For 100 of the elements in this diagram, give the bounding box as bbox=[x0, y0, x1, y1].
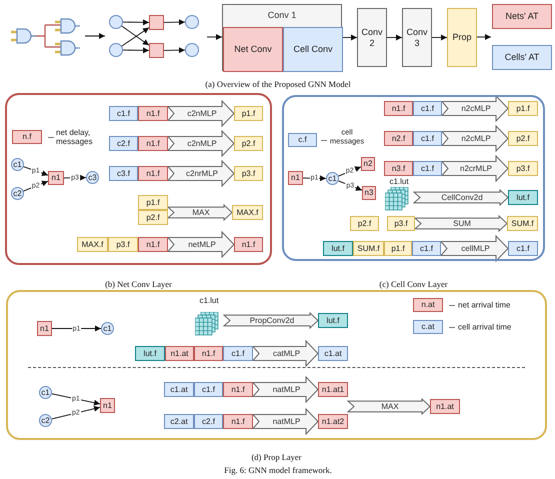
feature-box: SUM.f bbox=[507, 216, 538, 231]
layer-block: Prop bbox=[447, 8, 477, 67]
feature-box: MAX.f bbox=[77, 237, 108, 252]
edge-label: CellConv2d bbox=[440, 194, 484, 202]
feature-box: c1.f bbox=[194, 382, 223, 397]
block-arrow bbox=[166, 100, 235, 128]
graph-node-circle bbox=[185, 15, 199, 29]
cell-node: c2 bbox=[39, 414, 52, 427]
panel-caption: (b) Net Conv Layer bbox=[104, 279, 173, 289]
feature-box: n1.f bbox=[138, 106, 168, 121]
feature-box: n1.f bbox=[234, 237, 263, 252]
block-arrow bbox=[166, 130, 235, 158]
edge-label: c2nMLP bbox=[186, 110, 218, 118]
feature-box: c1.f bbox=[413, 131, 442, 146]
arrow bbox=[432, 34, 448, 40]
arrow bbox=[386, 34, 402, 40]
layer-block: Cells' AT bbox=[492, 45, 552, 70]
arrow bbox=[342, 34, 358, 40]
feature-box: c3.f bbox=[109, 166, 138, 181]
block-arrow bbox=[166, 230, 235, 258]
layer-block: Nets' AT bbox=[492, 4, 552, 29]
arrow bbox=[476, 34, 492, 40]
feature-box: n.f bbox=[12, 130, 42, 144]
lut-label: c1.lut bbox=[388, 177, 410, 186]
graph-node-square bbox=[149, 15, 164, 30]
arrow bbox=[164, 19, 186, 26]
block-arrow bbox=[166, 160, 235, 188]
layer-block bbox=[222, 4, 342, 71]
block-arrow bbox=[440, 234, 509, 262]
edge-label: MAX bbox=[191, 208, 211, 216]
feature-box: n3 bbox=[362, 186, 376, 200]
feature-box: p1.f bbox=[384, 241, 412, 256]
feature-box: n2.f bbox=[384, 131, 413, 146]
feature-box: lut.f bbox=[508, 190, 538, 205]
chevron-arrow bbox=[414, 214, 508, 232]
feature-box: n1.f bbox=[138, 136, 168, 151]
arrow bbox=[84, 33, 106, 39]
feature-box: c.at bbox=[413, 320, 443, 334]
feature-box: n.at bbox=[413, 298, 443, 312]
feature-box: c1.f bbox=[508, 241, 538, 256]
feature-box: MAX.f bbox=[232, 205, 263, 220]
layer-block: Conv 2 bbox=[357, 8, 387, 67]
feature-box: p1.f bbox=[508, 101, 538, 116]
feature-box: n1 bbox=[288, 171, 303, 185]
feature-box: c1.f bbox=[109, 106, 138, 121]
lut-label: c1.lut bbox=[198, 296, 220, 305]
graph-node-circle bbox=[185, 43, 199, 57]
edge-label: natMLP bbox=[272, 386, 302, 394]
block-arrow bbox=[252, 340, 319, 368]
feature-box: n1 bbox=[100, 398, 115, 413]
feature-box: lut.f bbox=[318, 313, 348, 328]
panel-caption: (d) Prop Layer bbox=[250, 452, 303, 462]
feature-box: p3.f bbox=[387, 216, 415, 231]
block-arrow bbox=[440, 94, 509, 122]
arrow bbox=[122, 19, 150, 26]
edge-label: c2nMLP bbox=[186, 140, 218, 148]
arrow bbox=[52, 326, 102, 332]
edge-label: catMLP bbox=[272, 350, 302, 358]
block-arrow bbox=[252, 408, 319, 436]
feature-box: c1.at bbox=[318, 346, 348, 361]
layer-block: Cell Conv bbox=[283, 27, 343, 72]
feature-box: n1.f bbox=[384, 101, 413, 116]
cell-node: c2 bbox=[11, 187, 24, 200]
graph-node-square bbox=[149, 43, 164, 58]
feature-box: p2.f bbox=[234, 136, 263, 151]
edge-label: MAX bbox=[380, 402, 400, 410]
feature-box: n1.f bbox=[194, 346, 223, 361]
figure-caption: Fig. 6: GNN model framework. bbox=[224, 465, 332, 475]
feature-box: p1.f bbox=[234, 106, 263, 121]
edge-label: n2crMLP bbox=[459, 164, 493, 172]
feature-box: lut.f bbox=[135, 346, 165, 361]
feature-box: p2.f bbox=[350, 216, 379, 231]
node-note: cell arrival time bbox=[458, 322, 512, 332]
chevron-arrow bbox=[222, 312, 319, 330]
cell-node: c1 bbox=[101, 322, 114, 335]
cell-node: c3 bbox=[86, 171, 99, 184]
feature-box: p3.f bbox=[508, 161, 538, 176]
arrow bbox=[51, 393, 100, 406]
feature-box: n1.f bbox=[223, 414, 253, 429]
feature-box: n1.at1 bbox=[318, 382, 348, 397]
graph-node-circle bbox=[109, 43, 123, 57]
feature-box: p3.f bbox=[108, 237, 138, 252]
figure-subcaption: (a) Overview of the Proposed GNN Model bbox=[205, 79, 351, 89]
feature-box: n2 bbox=[361, 157, 375, 171]
block-arrow bbox=[440, 124, 509, 152]
feature-box: p2.f bbox=[138, 210, 168, 225]
block-arrow bbox=[252, 376, 319, 404]
cell-node: c1 bbox=[39, 386, 52, 399]
feature-box: c2.f bbox=[194, 414, 223, 429]
layer-block: Conv 3 bbox=[402, 8, 432, 67]
feature-box: c2.at bbox=[164, 414, 194, 429]
feature-box: n1.f bbox=[138, 237, 168, 252]
chevron-arrow bbox=[346, 398, 431, 416]
panel-caption: (c) Cell Conv Layer bbox=[378, 279, 449, 289]
edge-label: n2cMLP bbox=[460, 134, 492, 142]
arrow bbox=[23, 166, 48, 176]
feature-box: n1.f bbox=[223, 382, 253, 397]
node-note: net arrival time bbox=[458, 300, 512, 310]
edge-label: SUM bbox=[452, 220, 472, 228]
feature-box: c.f bbox=[288, 133, 317, 147]
